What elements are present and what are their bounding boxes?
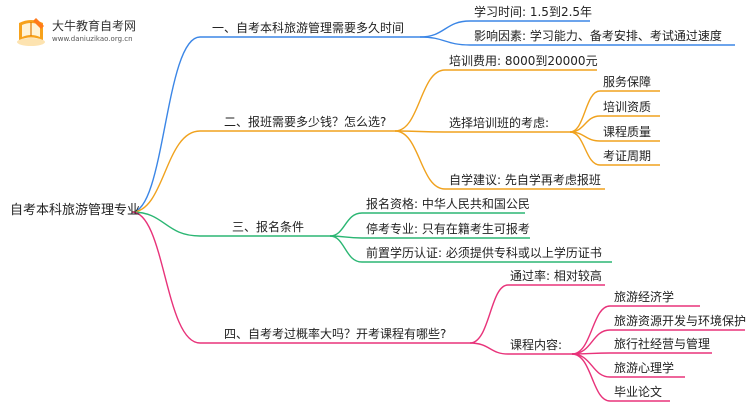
branch-4-leaf-4: 旅游心理学 <box>614 361 675 375</box>
branch-2-leaf-2: 培训资质 <box>603 100 652 114</box>
edge-branch-2-child-3 <box>394 130 605 190</box>
branch-4-leaf-3: 旅行社经营与管理 <box>614 337 711 351</box>
edge-branch-3-child-2 <box>329 235 530 239</box>
edge-branch-1-child-1 <box>419 20 590 38</box>
edge-branch-4-child-1 <box>469 284 605 344</box>
root-node: 自考本科旅游管理专业 <box>10 203 141 218</box>
edge-branch-3-child-3 <box>329 235 612 263</box>
branch-2-child-2: 选择培训班的考虑: <box>449 116 550 130</box>
site-logo[interactable]: 大牛教育自考网 www.daniuzikao.org.cn <box>14 12 164 52</box>
logo-url: www.daniuzikao.org.cn <box>52 35 133 43</box>
branch-3-child-2: 停考专业: 只有在籍考生可报考 <box>366 222 530 236</box>
branch-3-child-3: 前置学历认证: 必须提供专科或以上学历证书 <box>366 246 602 260</box>
edge-branch-2-child-1 <box>394 69 597 132</box>
edge-root-branch-3 <box>131 211 330 237</box>
edge-branch-4-leaf-2 <box>571 329 745 355</box>
branch-2-leaf-3: 课程质量 <box>603 125 652 139</box>
branch-4-label: 四、自考考过概率大吗？开考课程有哪些? <box>224 327 447 341</box>
branch-4-leaf-1: 旅游经济学 <box>614 290 675 304</box>
edge-branch-2-leaf-2 <box>569 115 660 133</box>
branch-4-leaf-5: 毕业论文 <box>614 385 663 399</box>
edge-root-branch-1 <box>131 36 420 213</box>
edge-root-branch-4 <box>131 211 470 344</box>
branch-4-child-2: 课程内容: <box>510 338 563 352</box>
branch-2-leaf-4: 考证周期 <box>603 149 652 163</box>
edge-branch-4-leaf-1 <box>571 305 700 355</box>
branch-1-child-1: 学习时间: 1.5到2.5年 <box>474 5 593 19</box>
edge-branch-1-child-2 <box>419 36 735 46</box>
edge-branch-4-leaf-5 <box>571 353 670 402</box>
edge-branch-2-child-2 <box>394 130 570 133</box>
branch-1-label: 一、自考本科旅游管理需要多久时间 <box>212 21 405 35</box>
edge-root-branch-2 <box>131 130 395 213</box>
book-pen-icon <box>17 18 45 46</box>
branch-2-child-1: 培训费用: 8000到20000元 <box>449 54 598 68</box>
branch-2-label: 二、报班需要多少钱？怎么选? <box>224 115 387 129</box>
edge-branch-2-leaf-1 <box>569 90 660 133</box>
edge-branch-4-child-2 <box>469 342 572 355</box>
branch-3-child-1: 报名资格: 中华人民共和国公民 <box>366 197 530 211</box>
branch-3-label: 三、报名条件 <box>232 220 305 234</box>
branch-2-leaf-1: 服务保障 <box>603 75 652 89</box>
logo-name: 大牛教育自考网 <box>52 19 137 33</box>
branch-4-child-1: 通过率: 相对较高 <box>510 269 602 283</box>
branch-4-leaf-2: 旅游资源开发与环境保护 <box>614 314 747 328</box>
edge-branch-3-child-1 <box>329 212 525 237</box>
edge-branch-2-leaf-4 <box>569 131 660 166</box>
branch-2-child-3: 自学建议: 先自学再考虑报班 <box>449 173 601 187</box>
branch-1-child-2: 影响因素: 学习能力、备考安排、考试通过速度 <box>474 29 722 43</box>
edge-branch-4-leaf-3 <box>571 352 712 355</box>
